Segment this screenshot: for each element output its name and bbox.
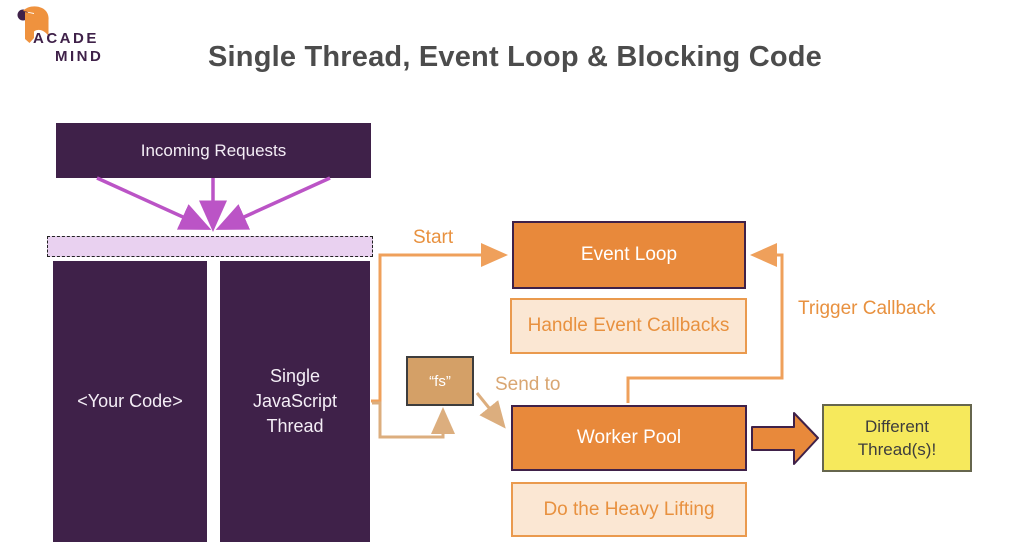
thread-queue-strip: [47, 236, 373, 257]
send-to-arrow: [475, 392, 506, 429]
do-the-heavy-lifting-box: Do the Heavy Lifting: [511, 482, 747, 537]
brand-line1: ACADE: [33, 30, 99, 47]
single-js-thread-box: Single JavaScript Thread: [220, 261, 370, 542]
academind-logo: ACADE MIND: [14, 4, 154, 74]
brand-text: ACADE MIND: [33, 30, 103, 66]
fs-module-box: “fs”: [406, 356, 474, 406]
brand-line2: MIND: [55, 48, 104, 65]
worker-pool-box: Worker Pool: [511, 405, 747, 471]
thread-to-fs-arrow: [372, 401, 455, 439]
handle-event-callbacks-box: Handle Event Callbacks: [510, 298, 747, 354]
incoming-arrow-left: [96, 176, 212, 230]
event-loop-box: Event Loop: [512, 221, 746, 289]
trigger-callback-edge-label: Trigger Callback: [798, 298, 936, 319]
worker-pool-to-threads-arrow: [751, 412, 819, 465]
page-title: Single Thread, Event Loop & Blocking Cod…: [207, 41, 823, 73]
incoming-arrow-right: [215, 176, 331, 230]
start-edge-label: Start: [413, 227, 454, 248]
send-to-edge-label: Send to: [495, 374, 561, 395]
incoming-requests-box: Incoming Requests: [56, 123, 371, 178]
your-code-box: <Your Code>: [53, 261, 207, 542]
different-threads-box: Different Thread(s)!: [822, 404, 972, 472]
ribbon-bookmark-icon: [17, 6, 49, 43]
